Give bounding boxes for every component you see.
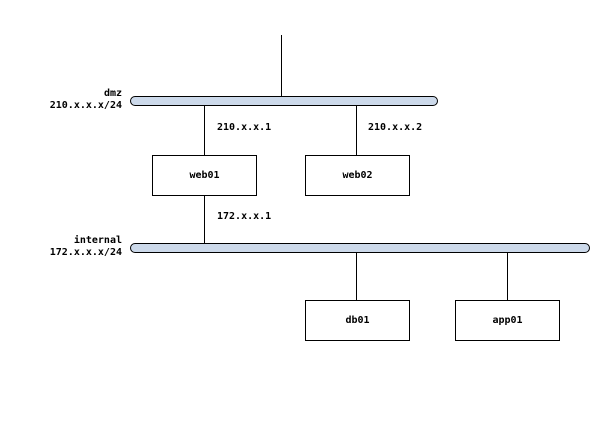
edge-web01-internal-line: [204, 196, 205, 243]
node-web01: web01: [152, 155, 257, 196]
network-label-dmz: dmz 210.x.x.x/24: [0, 88, 122, 112]
edge-dmz-web02-line: [356, 106, 357, 155]
node-web01-label: web01: [189, 170, 220, 181]
node-app01: app01: [455, 300, 560, 341]
node-app01-label: app01: [492, 315, 523, 326]
node-web02-label: web02: [342, 170, 373, 181]
network-subnet-dmz: 210.x.x.x/24: [49, 100, 122, 111]
edge-internal-app01-line: [507, 253, 508, 300]
edge-label-dmz-web02: 210.x.x.2: [368, 122, 423, 133]
node-db01-label: db01: [345, 315, 370, 326]
edge-internal-db01-line: [356, 253, 357, 300]
edge-external-dmz-line: [281, 35, 282, 97]
network-subnet-internal: 172.x.x.x/24: [49, 247, 122, 258]
edge-label-dmz-web01: 210.x.x.1: [217, 122, 272, 133]
edge-dmz-web01-line: [204, 106, 205, 155]
network-bus-internal: [130, 243, 590, 253]
network-bus-dmz: [130, 96, 438, 106]
network-name-dmz: dmz: [103, 88, 122, 99]
node-web02: web02: [305, 155, 410, 196]
edge-label-web01-internal: 172.x.x.1: [217, 211, 272, 222]
network-label-internal: internal 172.x.x.x/24: [0, 235, 122, 259]
network-name-internal: internal: [73, 235, 122, 246]
node-db01: db01: [305, 300, 410, 341]
